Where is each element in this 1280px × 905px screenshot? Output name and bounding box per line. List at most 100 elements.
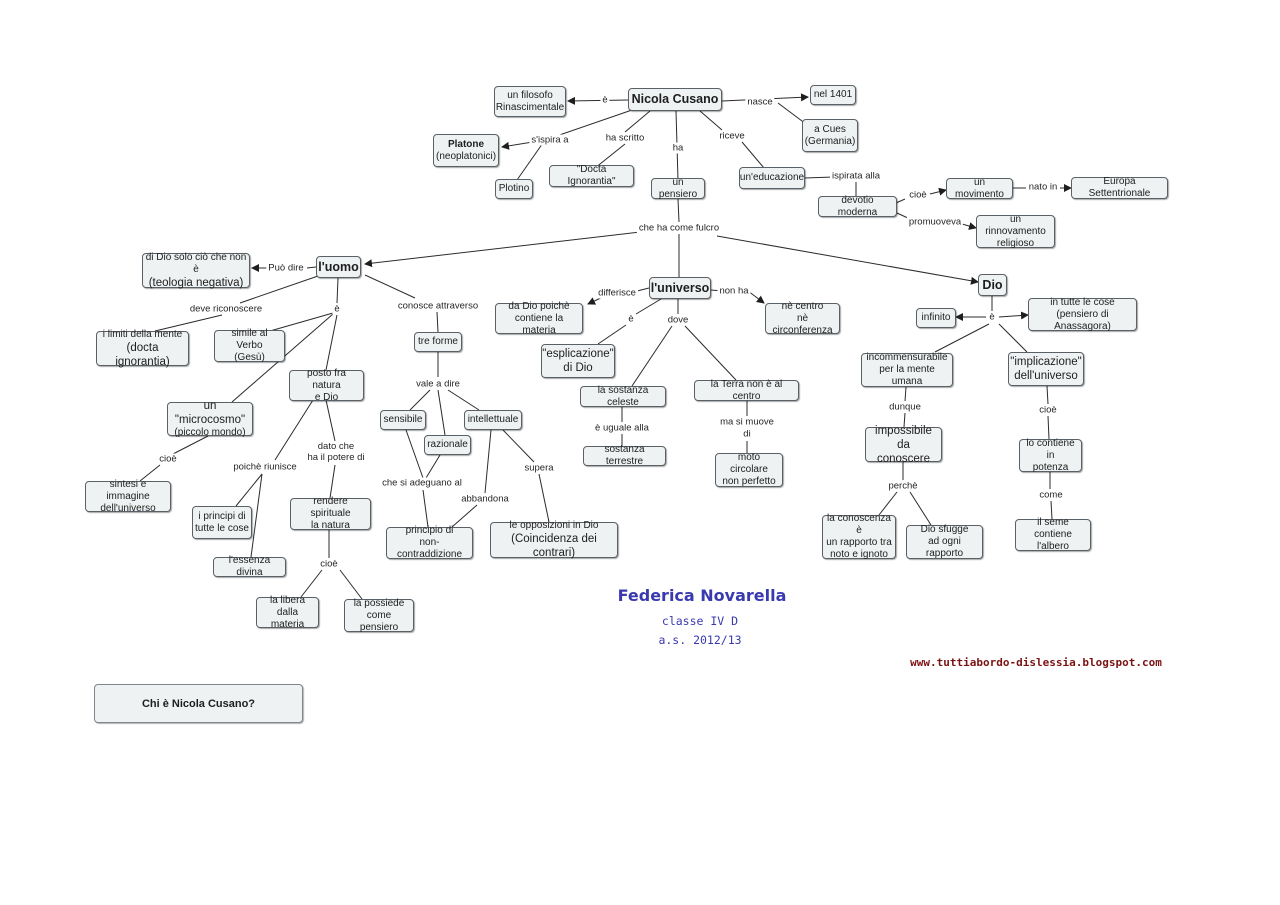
link-label-cioe: cioè — [907, 189, 929, 201]
node-moto-circolare[interactable]: moto circolare non perfetto — [715, 452, 783, 487]
node-opposizioni-line1: le opposizioni in Dio — [509, 520, 599, 531]
node-platone-subtitle: (neoplatonici) — [435, 150, 497, 162]
node-sensibile[interactable]: sensibile — [380, 410, 426, 430]
node-simile-verbo[interactable]: simile al Verbo (Gesù) — [214, 328, 285, 363]
node-intellettuale[interactable]: intellettuale — [464, 410, 522, 430]
node-microcosmo-line2: (piccolo mondo) — [174, 427, 246, 438]
link-label-uguale: è uguale alla — [593, 422, 651, 434]
node-essenza-divina[interactable]: l'essenza divina — [213, 555, 286, 578]
node-rendere-spirituale[interactable]: rendere spirituale la natura — [290, 496, 371, 531]
node-centro-circonferenza[interactable]: nè centro nè circonferenza — [765, 301, 840, 336]
node-da-dio[interactable]: da Dio poichè contiene la materia — [495, 301, 583, 336]
node-devotio-moderna[interactable]: devotio moderna — [818, 195, 897, 218]
node-non-contraddizione[interactable]: principio di non-contraddizione — [386, 525, 473, 560]
link-label-dunque: dunque — [887, 401, 923, 413]
node-libera-materia[interactable]: la libera dalla materia — [256, 595, 319, 630]
link-label-ha-scritto: ha scritto — [603, 132, 647, 144]
link-label-perche: perchè — [886, 480, 920, 492]
node-dio[interactable]: Dio — [978, 274, 1007, 296]
node-sostanza-celeste[interactable]: la sostanza celeste — [580, 385, 666, 408]
node-europa-settentrionale[interactable]: Europa Settentrionale — [1071, 176, 1168, 199]
link-label-ha: ha — [670, 142, 686, 154]
node-filosofo[interactable]: un filosofo Rinascimentale — [494, 86, 566, 117]
node-principi[interactable]: i principi di tutte le cose — [192, 506, 252, 539]
node-possiede-pensiero[interactable]: la possiede come pensiero — [344, 598, 414, 633]
node-l-uomo[interactable]: l'uomo — [316, 256, 361, 278]
node-nicola-cusano[interactable]: Nicola Cusano — [628, 88, 722, 111]
node-opposizioni[interactable]: le opposizioni in Dio (Coincidenza dei c… — [490, 520, 618, 559]
author-class: classe IV D — [661, 614, 739, 628]
link-label-muove-di: di — [741, 428, 753, 440]
link-label-ispira: s'ispira a — [529, 134, 571, 146]
node-platone[interactable]: Platone (neoplatonici) — [433, 134, 499, 167]
link-label-vale: vale a dire — [414, 378, 462, 390]
node-teologia-line1: di Dio solo ciò che non è — [145, 251, 247, 275]
node-seme-albero[interactable]: il seme contiene l'albero — [1015, 517, 1091, 552]
link-label-deve: deve riconoscere — [187, 303, 265, 315]
node-nel-1401[interactable]: nel 1401 — [810, 85, 856, 105]
link-label-poiche: poichè riunisce — [231, 461, 299, 473]
link-label-e: è — [987, 311, 997, 323]
node-esplicazione-line2: di Dio — [563, 362, 593, 374]
question-box[interactable]: Chi è Nicola Cusano? — [94, 684, 303, 723]
node-educazione[interactable]: un'educazione — [739, 167, 805, 189]
link-label-nato-in: nato in — [1026, 181, 1060, 193]
node-tutte-le-cose[interactable]: in tutte le cose (pensiero di Anassagora… — [1028, 297, 1137, 332]
link-label-muove: ma si muove — [718, 416, 776, 428]
link-label-puo-dire: Può dire — [266, 262, 306, 274]
node-esplicazione-line1: "esplicazione" — [542, 348, 614, 360]
node-posto-natura-dio[interactable]: posto fra natura e Dio — [289, 368, 364, 403]
node-microcosmo[interactable]: un "microcosmo" (piccolo mondo) — [167, 400, 253, 438]
node-implicazione[interactable]: "implicazione" dell'universo — [1008, 352, 1084, 386]
school-year: a.s. 2012/13 — [658, 633, 742, 647]
node-tre-forme[interactable]: tre forme — [414, 332, 462, 352]
link-label-promuoveva: promuoveva — [906, 216, 964, 228]
link-label-ispirata: ispirata alla — [829, 170, 883, 182]
link-label-e: è — [626, 313, 636, 325]
node-impossibile-conoscere[interactable]: impossibile da conoscere — [865, 425, 942, 465]
node-limiti-line2: (docta ignorantia) — [115, 341, 170, 368]
node-contiene-potenza[interactable]: lo contiene in potenza — [1019, 438, 1082, 473]
link-label-dove: dove — [665, 314, 691, 326]
link-label-come: come — [1037, 489, 1065, 501]
node-a-cues[interactable]: a Cues (Germania) — [802, 119, 858, 152]
node-sintesi[interactable]: sintesi e immagine dell'universo — [85, 479, 171, 514]
node-esplicazione[interactable]: "esplicazione" di Dio — [541, 344, 615, 378]
link-label-supera: supera — [522, 462, 556, 474]
node-rinnovamento[interactable]: un rinnovamento religioso — [976, 214, 1055, 249]
link-label-cioe: cioè — [318, 558, 340, 570]
node-opposizioni-line2: (Coincidenza dei contrari) — [511, 533, 597, 559]
node-conoscenza-rapporto[interactable]: la conoscenza è un rapporto tra noto e i… — [822, 513, 896, 560]
link-label-conosce: conosce attraverso — [395, 300, 481, 312]
node-docta-ignorantia[interactable]: "Docta Ignorantia" — [549, 164, 634, 187]
link-label-riceve: riceve — [717, 130, 747, 142]
link-label-e: è — [332, 303, 342, 315]
link-label-abbandona: abbandona — [459, 493, 511, 505]
node-un-pensiero[interactable]: un pensiero — [651, 177, 705, 200]
node-plotino[interactable]: Plotino — [495, 179, 533, 199]
node-razionale[interactable]: razionale — [424, 435, 471, 455]
node-incommensurabile[interactable]: incommensurabile per la mente umana — [861, 352, 953, 387]
node-teologia-line2: (teologia negativa) — [148, 276, 244, 289]
node-terra-centro[interactable]: la Terra non è al centro — [694, 379, 799, 402]
link-label-fulcro: che ha come fulcro — [636, 222, 722, 234]
node-infinito[interactable]: infinito — [916, 308, 956, 328]
node-platone-title: Platone — [447, 138, 485, 150]
link-label-cioe: cioè — [1037, 404, 1059, 416]
node-sostanza-terrestre[interactable]: sostanza terrestre — [583, 444, 666, 467]
node-movimento[interactable]: un movimento — [946, 177, 1013, 200]
node-limiti-mente[interactable]: i limiti della mente (docta ignorantia) — [96, 328, 189, 368]
node-l-universo[interactable]: l'universo — [649, 277, 711, 299]
author-name: Federica Novarella — [617, 586, 787, 605]
link-label-differisce: differisce — [596, 287, 638, 299]
node-dio-sfugge[interactable]: Dio sfugge ad ogni rapporto — [906, 524, 983, 559]
node-teologia-negativa[interactable]: di Dio solo ciò che non è (teologia nega… — [142, 251, 250, 289]
link-label-e: è — [600, 94, 610, 106]
node-implicazione-line1: "implicazione" — [1010, 356, 1082, 368]
node-limiti-line1: i limiti della mente — [102, 328, 183, 340]
link-label-adeguano: che si adeguano al — [380, 477, 464, 489]
website-link[interactable]: www.tuttiabordo-dislessia.blogspot.com — [910, 656, 1162, 669]
link-label-non-ha: non ha — [717, 285, 751, 297]
